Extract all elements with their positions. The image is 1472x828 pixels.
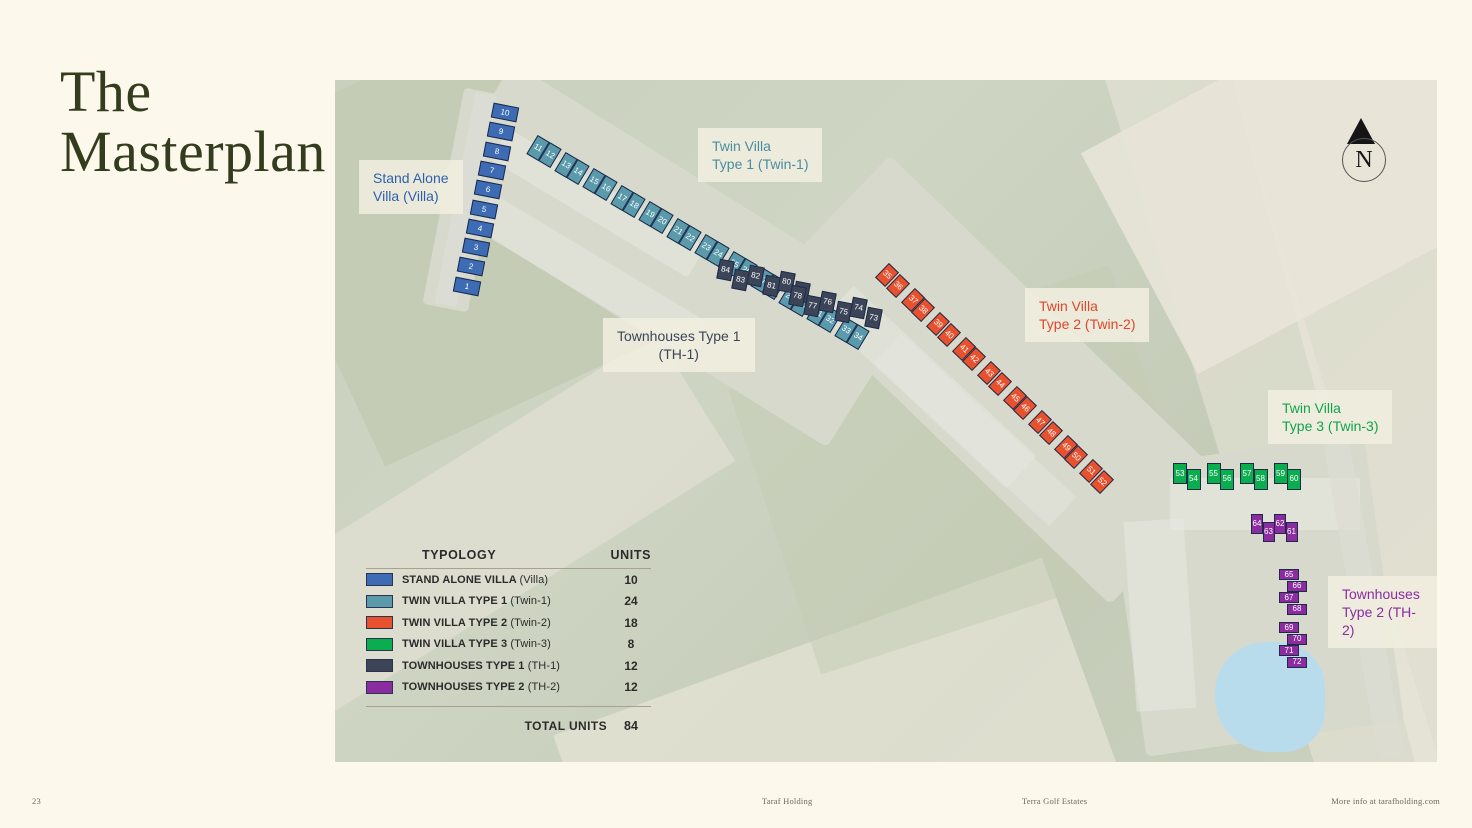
unit-plot-55[interactable]: 55 bbox=[1206, 463, 1221, 484]
legend-top-rule bbox=[366, 568, 651, 569]
compass-north-label: N bbox=[1342, 138, 1386, 182]
legend-typology-name: TOWNHOUSES TYPE 2 (TH-2) bbox=[402, 681, 561, 694]
legend-unit-count: 18 bbox=[624, 615, 638, 630]
typology-legend: TYPOLOGY UNITS STAND ALONE VILLA (Villa)… bbox=[366, 548, 651, 739]
legend-typology-name: TOWNHOUSES TYPE 1 (TH-1) bbox=[402, 659, 561, 672]
legend-typology-code: (Twin-2) bbox=[510, 616, 551, 629]
unit-plot-61[interactable]: 61 bbox=[1285, 522, 1298, 542]
callout-twin-villa-3: Twin Villa Type 3 (Twin-3) bbox=[1268, 390, 1393, 444]
legend-header-units: UNITS bbox=[610, 548, 651, 562]
legend-typology-code: (TH-1) bbox=[527, 659, 561, 672]
legend-bottom-rule bbox=[366, 706, 651, 707]
legend-color-swatch bbox=[366, 637, 393, 651]
legend-typology-name: TWIN VILLA TYPE 3 (Twin-3) bbox=[402, 638, 551, 651]
legend-header-typology: TYPOLOGY bbox=[422, 548, 497, 562]
unit-plot-56[interactable]: 56 bbox=[1220, 468, 1234, 490]
callout-townhouse-1: Townhouses Type 1 (TH-1) bbox=[603, 318, 755, 372]
unit-plot-53[interactable]: 53 bbox=[1173, 463, 1187, 484]
legend-total-units: 84 bbox=[624, 719, 638, 733]
legend-color-swatch bbox=[366, 594, 393, 608]
legend-color-swatch bbox=[366, 680, 393, 694]
footer-project: Terra Golf Estates bbox=[1022, 796, 1088, 806]
legend-typology-code: (TH-2) bbox=[527, 681, 561, 694]
unit-plot-64[interactable]: 64 bbox=[1251, 514, 1263, 534]
unit-plot-63[interactable]: 63 bbox=[1262, 522, 1275, 542]
legend-typology-name: TWIN VILLA TYPE 2 (Twin-2) bbox=[402, 616, 551, 629]
unit-plot-54[interactable]: 54 bbox=[1186, 468, 1201, 490]
unit-plot-62[interactable]: 62 bbox=[1274, 514, 1286, 534]
legend-color-swatch bbox=[366, 573, 393, 587]
unit-plot-72[interactable]: 72 bbox=[1287, 656, 1307, 668]
callout-townhouse-2: Townhouses Type 2 (TH-2) bbox=[1328, 576, 1437, 648]
legend-row: TWIN VILLA TYPE 1 (Twin-1) 24 bbox=[366, 591, 651, 613]
legend-color-swatch bbox=[366, 659, 393, 673]
callout-twin-villa-1: Twin Villa Type 1 (Twin-1) bbox=[698, 128, 823, 182]
legend-total-label: TOTAL UNITS bbox=[524, 719, 607, 733]
legend-typology-code: (Twin-1) bbox=[510, 595, 551, 608]
compass-rose: N bbox=[1337, 118, 1386, 182]
callout-twin-villa-2: Twin Villa Type 2 (Twin-2) bbox=[1025, 288, 1150, 342]
footer-brand: Taraf Holding bbox=[762, 796, 813, 806]
unit-plot-67[interactable]: 67 bbox=[1279, 592, 1299, 603]
unit-plot-58[interactable]: 58 bbox=[1253, 468, 1268, 490]
unit-plot-68[interactable]: 68 bbox=[1287, 603, 1307, 615]
footer-page-number: 23 bbox=[32, 796, 41, 806]
legend-row: TWIN VILLA TYPE 3 (Twin-3) 8 bbox=[366, 634, 651, 656]
unit-plot-70[interactable]: 70 bbox=[1287, 633, 1307, 645]
legend-row: TOWNHOUSES TYPE 2 (TH-2) 12 bbox=[366, 677, 651, 699]
legend-row: TOWNHOUSES TYPE 1 (TH-1) 12 bbox=[366, 655, 651, 677]
page-title: The Masterplan bbox=[60, 62, 360, 182]
unit-plot-57[interactable]: 57 bbox=[1240, 463, 1254, 484]
legend-unit-count: 10 bbox=[624, 572, 638, 587]
legend-typology-name: STAND ALONE VILLA (Villa) bbox=[402, 573, 549, 586]
unit-plot-60[interactable]: 60 bbox=[1287, 468, 1301, 490]
page-title-line1: The bbox=[60, 59, 152, 124]
page-title-line2: Masterplan bbox=[60, 119, 326, 184]
unit-plot-66[interactable]: 66 bbox=[1287, 580, 1307, 592]
legend-row: TWIN VILLA TYPE 2 (Twin-2) 18 bbox=[366, 612, 651, 634]
unit-plot-69[interactable]: 69 bbox=[1279, 622, 1299, 633]
legend-unit-count: 12 bbox=[624, 680, 638, 695]
legend-unit-count: 24 bbox=[624, 594, 638, 609]
callout-stand-alone-villa: Stand Alone Villa (Villa) bbox=[359, 160, 463, 214]
map-lake bbox=[1215, 642, 1325, 752]
unit-plot-59[interactable]: 59 bbox=[1273, 463, 1288, 484]
legend-color-swatch bbox=[366, 616, 393, 630]
legend-typology-code: (Villa) bbox=[519, 573, 549, 586]
legend-unit-count: 12 bbox=[624, 658, 638, 673]
legend-typology-code: (Twin-3) bbox=[510, 638, 551, 651]
legend-row: STAND ALONE VILLA (Villa) 10 bbox=[366, 569, 651, 591]
unit-plot-71[interactable]: 71 bbox=[1279, 645, 1299, 656]
legend-typology-name: TWIN VILLA TYPE 1 (Twin-1) bbox=[402, 595, 551, 608]
unit-plot-65[interactable]: 65 bbox=[1279, 569, 1299, 580]
footer-more-info: More info at tarafholding.com bbox=[1331, 796, 1440, 806]
legend-unit-count: 8 bbox=[627, 637, 635, 652]
